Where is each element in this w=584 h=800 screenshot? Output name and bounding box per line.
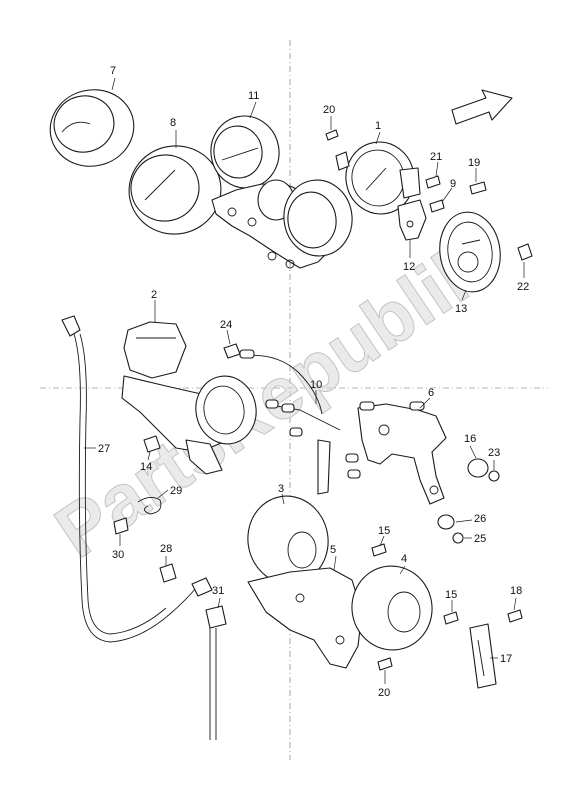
screws-lower — [371, 543, 523, 671]
callout-3: 3 — [278, 483, 284, 495]
callout-numbers: 7 8 11 20 1 21 19 9 12 13 22 2 24 10 6 1… — [98, 65, 529, 699]
callout-25: 25 — [474, 533, 486, 545]
part-5-indicator-base — [247, 567, 363, 669]
part-2-meter-bracket — [121, 321, 257, 475]
callout-17: 17 — [500, 653, 512, 665]
callout-6: 6 — [428, 387, 434, 399]
callout-15-left: 15 — [378, 525, 390, 537]
callout-31: 31 — [212, 585, 224, 597]
callout-14: 14 — [140, 461, 152, 473]
part-31-tie-band — [205, 605, 227, 740]
callout-23: 23 — [488, 447, 500, 459]
callout-11: 11 — [248, 90, 259, 102]
meter-bracket-assembly — [211, 179, 353, 269]
callout-18: 18 — [510, 585, 522, 597]
callout-28: 28 — [160, 543, 172, 555]
callout-24: 24 — [220, 319, 232, 331]
part-1-speedometer — [345, 141, 421, 215]
callout-27: 27 — [98, 443, 110, 455]
reference-axes — [40, 40, 548, 760]
part-27-speedometer-cable — [61, 315, 213, 643]
callout-12: 12 — [403, 261, 415, 273]
callout-8: 8 — [170, 117, 176, 129]
callout-22: 22 — [517, 281, 529, 293]
callout-1: 1 — [375, 120, 381, 132]
callout-2: 2 — [151, 289, 157, 301]
part-29-clamp — [137, 497, 162, 515]
part-14-grommet — [143, 435, 161, 453]
part-4-lamp-lens — [351, 565, 433, 651]
direction-arrow-icon — [451, 89, 513, 125]
part-10-wiring-harness — [239, 349, 361, 495]
leader-lines — [84, 77, 525, 684]
part-24-bulb — [223, 343, 241, 359]
part-28-screw — [159, 563, 177, 583]
part-8-meter-case — [128, 145, 222, 235]
part-13-tachometer — [439, 211, 501, 293]
callout-9: 9 — [450, 178, 456, 190]
callout-13: 13 — [455, 303, 467, 315]
callout-20-bottom: 20 — [378, 687, 390, 699]
callout-15-right: 15 — [445, 589, 457, 601]
part-6-meter-stay — [357, 401, 447, 505]
callout-20-top: 20 — [323, 104, 335, 116]
callout-16: 16 — [464, 433, 476, 445]
callout-10: 10 — [310, 379, 322, 391]
callout-29: 29 — [170, 485, 182, 497]
part-30-bolt — [113, 517, 129, 535]
callout-19: 19 — [468, 157, 480, 169]
callout-4: 4 — [401, 553, 407, 565]
callout-7: 7 — [110, 65, 116, 77]
bushes-and-nuts — [437, 458, 500, 544]
part-17-stay — [469, 623, 497, 689]
callout-21: 21 — [430, 151, 442, 163]
callout-30: 30 — [112, 549, 124, 561]
callout-5: 5 — [330, 544, 336, 556]
callout-26: 26 — [474, 513, 486, 525]
part-12-bracket — [397, 199, 427, 241]
part-7-meter-cover — [49, 89, 135, 167]
screws-top — [325, 129, 533, 261]
